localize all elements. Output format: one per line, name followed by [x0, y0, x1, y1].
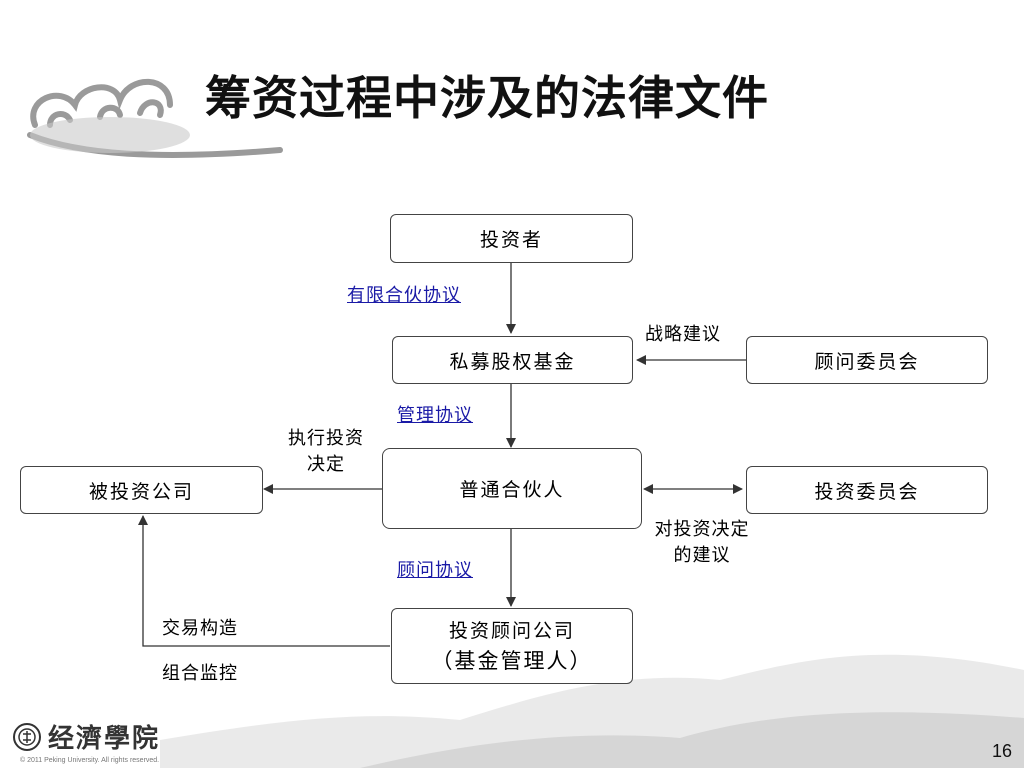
page-number: 16	[991, 741, 1012, 761]
management-agreement-label: 管理协议	[397, 405, 473, 426]
execute-decision-label: 执行投资 决定	[274, 426, 378, 478]
slide-title: 筹资过程中涉及的法律文件	[205, 71, 769, 125]
investor-label: 投资者	[479, 229, 543, 251]
decision-advice-line1: 对投资决定	[654, 519, 750, 540]
advisor-company-label-line2: （基金管理人）	[431, 649, 593, 673]
decision-advice-line2: 的建议	[673, 545, 731, 566]
investor-node: 投资者	[390, 214, 633, 263]
portfolio-monitoring-label: 组合监控	[162, 663, 238, 684]
pe-fund-node: 私募股权基金	[392, 336, 633, 384]
investment-committee-node: 投资委员会	[746, 466, 988, 514]
pe-fund-label: 私募股权基金	[449, 350, 576, 373]
mountains-decoration	[160, 654, 1024, 768]
deal-structuring-label: 交易构造	[162, 618, 238, 639]
copyright-text: © 2011 Peking University. All rights res…	[20, 757, 160, 764]
advisory-committee-label: 顾问委员会	[814, 350, 920, 373]
school-logo: 经濟學院	[12, 718, 160, 755]
advisor-company-label-line1: 投资顾问公司	[448, 620, 575, 642]
decision-advice-label: 对投资决定 的建议	[634, 517, 770, 569]
university-seal-icon	[13, 722, 41, 751]
general-partner-label: 普通合伙人	[459, 479, 565, 501]
invested-company-node: 被投资公司	[20, 466, 263, 514]
strategic-advice-label: 战略建议	[645, 324, 721, 345]
advisor-company-node: 投资顾问公司 （基金管理人）	[391, 608, 633, 684]
invested-company-label: 被投资公司	[88, 480, 194, 503]
limited-partnership-agreement-label: 有限合伙协议	[347, 285, 461, 306]
advisory-agreement-label: 顾问协议	[397, 560, 473, 581]
advisory-committee-node: 顾问委员会	[746, 336, 988, 384]
general-partner-node: 普通合伙人	[382, 448, 642, 529]
investment-committee-label: 投资委员会	[814, 480, 920, 503]
execute-decision-line2: 决定	[307, 454, 345, 475]
arrow-advisor-to-company	[138, 515, 390, 647]
cloud-decoration	[27, 78, 283, 158]
logo-text: 经濟學院	[48, 724, 161, 754]
execute-decision-line1: 执行投资	[288, 428, 364, 449]
